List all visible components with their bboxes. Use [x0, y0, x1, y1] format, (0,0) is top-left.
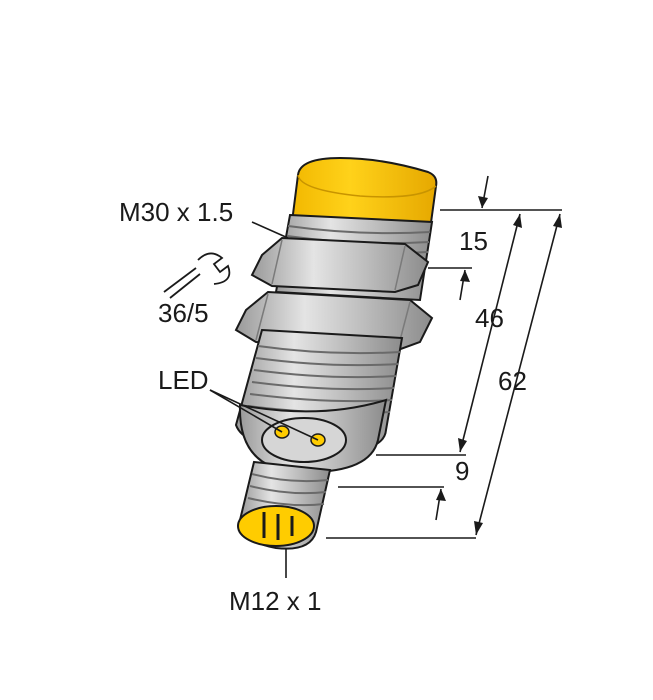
hex-nut-upper	[250, 236, 430, 294]
dim-46-line	[459, 213, 521, 453]
label-thread-top: M30 x 1.5	[119, 197, 234, 227]
m12-connector	[237, 460, 332, 550]
leader-led-2	[209, 389, 319, 441]
leader-thread-top	[251, 221, 289, 239]
label-wrench-size: 36/5	[158, 298, 209, 328]
wrench-icon	[163, 252, 231, 299]
leader-lines	[209, 221, 319, 578]
dim-15-label: 15	[459, 226, 488, 256]
sensing-face	[290, 156, 438, 232]
arrowheads	[436, 196, 562, 535]
label-led: LED	[158, 365, 209, 395]
dimension-lines	[326, 175, 562, 539]
leader-led-1	[209, 389, 283, 433]
dim-62-label: 62	[498, 366, 527, 396]
dim-9-label: 9	[455, 456, 470, 486]
dim-62-line	[475, 213, 561, 536]
label-thread-bottom: M12 x 1	[229, 586, 322, 616]
dim-46-label: 46	[475, 303, 504, 333]
